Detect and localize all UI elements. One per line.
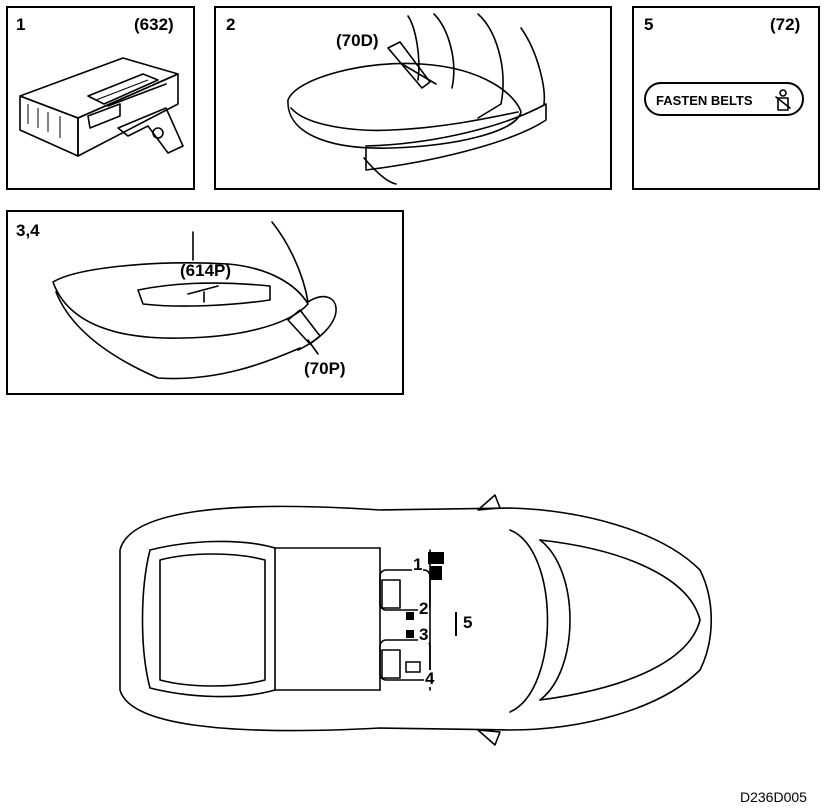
fasten-belts-badge: FASTEN BELTS [644, 82, 804, 116]
seat-belt-buckle-icon [287, 309, 321, 355]
seat-belt-icon [775, 89, 791, 111]
car-location-2: 2 [418, 599, 430, 618]
seat-icon [287, 13, 547, 185]
control-module-icon [19, 57, 184, 157]
car-location-4: 4 [424, 669, 436, 688]
car-location-1: 1 [412, 555, 424, 574]
panel-5-index: 5 [644, 15, 654, 34]
panel-1-code: (632) [134, 15, 174, 34]
fasten-belts-text: FASTEN BELTS [656, 93, 753, 108]
panel-2-index: 2 [226, 15, 236, 34]
panel-3-4-index: 3,4 [16, 221, 40, 240]
panel-5: 5 (72) FASTEN BELTS [632, 6, 820, 190]
panel-2: 2 (70D) [214, 6, 612, 190]
panel-5-code: (72) [770, 15, 801, 34]
figure-id: D236D005 [740, 789, 807, 805]
car-location-3: 3 [418, 625, 430, 644]
panel-3-4: 3,4 (614P) (70P) [6, 210, 404, 395]
seat-icon [52, 221, 337, 380]
car-top-view-icon [119, 494, 712, 746]
panel-2-code: (70D) [336, 31, 379, 50]
seat-belt-buckle-icon [387, 41, 437, 89]
panel-1: 1 (632) [6, 6, 195, 190]
panel-3-4-code-b: (70P) [304, 359, 346, 378]
car-location-5: 5 [462, 613, 474, 632]
car-diagram: 1 2 3 4 5 [110, 490, 720, 750]
panel-1-index: 1 [16, 15, 26, 34]
panel-3-4-code-a: (614P) [180, 261, 232, 280]
